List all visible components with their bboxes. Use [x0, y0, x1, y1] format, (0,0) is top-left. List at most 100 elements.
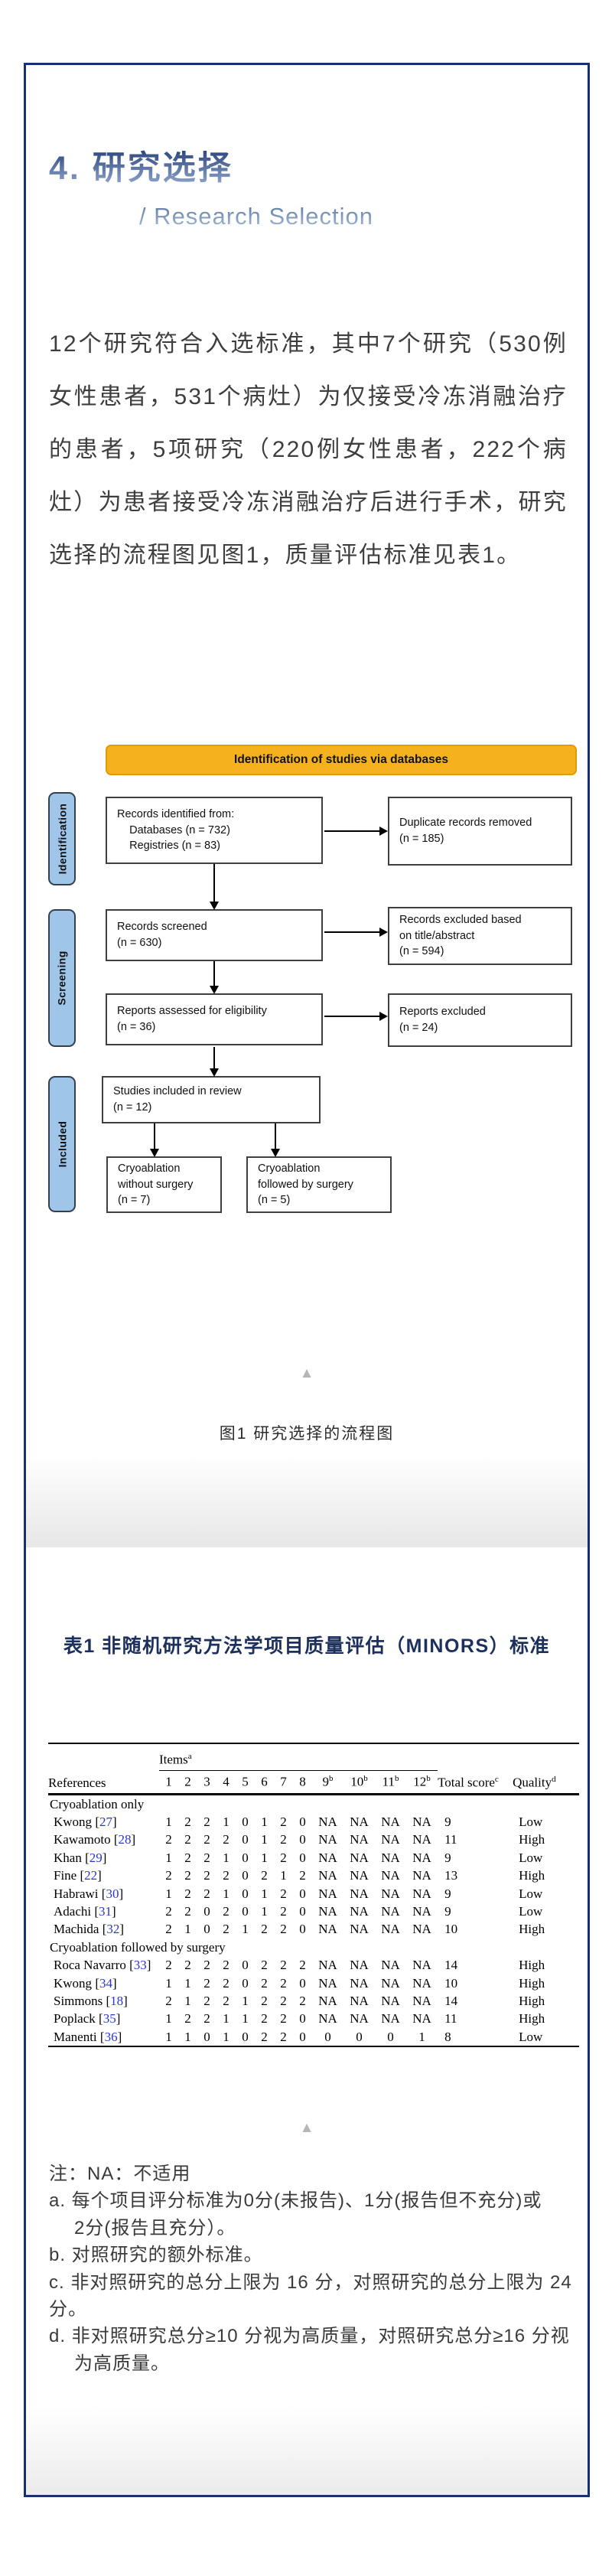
citation-link[interactable]: 22: [84, 1868, 98, 1883]
score-cell: 0: [324, 2029, 331, 2044]
score-cell: 2: [299, 1993, 306, 2008]
total-score-cell: 10: [444, 1922, 458, 1937]
section-subtitle-en: / Research Selection: [49, 203, 373, 230]
flowchart-box-cryoablation-followed-surgery: Cryoablation followed by surgery (n = 5): [246, 1156, 392, 1213]
score-cell: 2: [299, 1958, 306, 1973]
citation-link[interactable]: 18: [110, 1993, 124, 2008]
score-cell: 0: [299, 2011, 306, 2027]
bracket: [: [95, 1815, 99, 1830]
figure1-caption: 图1 研究选择的流程图: [219, 1425, 395, 1443]
citation-link[interactable]: 30: [106, 1886, 119, 1901]
score-cell: 1: [223, 2029, 230, 2044]
score-cell: 0: [299, 1904, 306, 1919]
score-cell: 2: [165, 1993, 172, 2008]
bracket: ]: [123, 1993, 128, 2008]
score-cell: 2: [280, 1832, 287, 1847]
collapse-triangle-icon[interactable]: ▲: [299, 1365, 314, 1381]
bracket: ]: [112, 1815, 117, 1830]
bracket: ]: [97, 1868, 102, 1883]
score-cell: 2: [223, 1868, 230, 1883]
total-score-cell: 9: [444, 1815, 451, 1830]
citation-link[interactable]: 33: [133, 1958, 147, 1973]
quality-cell: Low: [519, 2029, 543, 2044]
score-cell: 2: [261, 1993, 268, 2008]
note-line: 2分(报告且充分）。: [74, 2217, 236, 2239]
flowchart-box-cryoablation-without-surgery: Cryoablation without surgery (n = 7): [106, 1156, 222, 1213]
score-cell: 2: [261, 1922, 268, 1937]
col-header-item-number: 10b: [343, 1770, 375, 1795]
author-name: Roca Navarro: [54, 1958, 126, 1973]
score-cell: 2: [165, 1922, 172, 1937]
bracket: ]: [119, 1886, 124, 1901]
score-cell: 1: [165, 1850, 172, 1865]
collapse-triangle-icon[interactable]: ▲: [299, 2120, 314, 2136]
reference-cell: Machida [32]: [48, 1921, 159, 1939]
citation-link[interactable]: 28: [118, 1832, 132, 1847]
quality-cell: Low: [519, 1904, 543, 1919]
score-cell: 0: [203, 1922, 210, 1937]
score-cell: 2: [280, 1886, 287, 1901]
author-name: Adachi: [54, 1904, 92, 1919]
reference-cell: Roca Navarro [33]: [48, 1957, 159, 1974]
footnote-marker: b: [329, 1774, 334, 1784]
score-cell: 1: [223, 1850, 230, 1865]
score-cell: 0: [299, 1815, 306, 1830]
score-cell: 2: [184, 1904, 191, 1919]
score-cell: NA: [350, 1904, 369, 1919]
flowchart-box-text: Records screened (n = 630): [117, 921, 207, 949]
score-cell: 1: [418, 2029, 425, 2044]
score-cell: NA: [381, 1868, 400, 1883]
citation-link[interactable]: 29: [89, 1850, 103, 1865]
score-cell: 2: [280, 1850, 287, 1865]
minors-table: References Itemsa Total scorec Qualityd …: [48, 1743, 580, 2048]
score-cell: NA: [381, 2011, 400, 2027]
score-cell: 2: [280, 2011, 287, 2027]
score-cell: 0: [242, 2029, 249, 2044]
col-header-references: References: [48, 1743, 159, 1795]
total-score-cell: 9: [444, 1886, 451, 1901]
score-cell: NA: [318, 1958, 337, 1973]
quality-cell: High: [519, 1975, 545, 1991]
score-cell: 1: [242, 1993, 249, 2008]
reference-cell: Adachi [31]: [48, 1903, 159, 1920]
flowchart-box-text: Cryoablation followed by surgery (n = 5): [258, 1162, 353, 1207]
total-score-cell: 10: [444, 1975, 458, 1991]
score-cell: 2: [223, 1832, 230, 1847]
item-number: 6: [261, 1774, 268, 1789]
score-cell: 1: [165, 2029, 172, 2044]
score-cell: 0: [299, 1975, 306, 1991]
stage-label-screening: Screening: [48, 909, 76, 1047]
citation-link[interactable]: 36: [104, 2029, 118, 2044]
col-header-total-score: Total scorec: [438, 1743, 513, 1795]
score-cell: NA: [350, 2011, 369, 2027]
score-cell: NA: [381, 1815, 400, 1830]
citation-link[interactable]: 34: [99, 1975, 112, 1991]
score-cell: 0: [242, 1904, 249, 1919]
quality-cell: Low: [519, 1850, 543, 1865]
flowchart-box-records-excluded: Records excluded based on title/abstract…: [388, 907, 572, 965]
citation-link[interactable]: 32: [106, 1922, 120, 1937]
citation-link[interactable]: 31: [99, 1904, 112, 1919]
citation-link[interactable]: 35: [103, 2011, 116, 2027]
item-number: 9: [322, 1774, 330, 1789]
score-cell: NA: [350, 1850, 369, 1865]
score-cell: 2: [261, 1958, 268, 1973]
col-header-item-number: 2: [178, 1770, 197, 1795]
table-section-label: Cryoablation followed by surgery: [50, 1939, 226, 1955]
score-cell: NA: [412, 1958, 431, 1973]
score-cell: NA: [350, 1922, 369, 1937]
score-cell: 1: [184, 1993, 191, 2008]
score-cell: 2: [261, 1975, 268, 1991]
score-cell: NA: [381, 1993, 400, 2008]
reference-cell: Kwong [27]: [48, 1813, 159, 1831]
footnote-marker: a: [187, 1752, 192, 1762]
flowchart-box-records-identified: Records identified from: Databases (n = …: [106, 797, 323, 864]
citation-link[interactable]: 27: [99, 1815, 112, 1830]
score-cell: NA: [318, 1922, 337, 1937]
article-card: 4. 研究选择 / Research Selection 12个研究符合入选标准…: [24, 63, 590, 2497]
author-name: Kwong: [54, 1815, 93, 1830]
